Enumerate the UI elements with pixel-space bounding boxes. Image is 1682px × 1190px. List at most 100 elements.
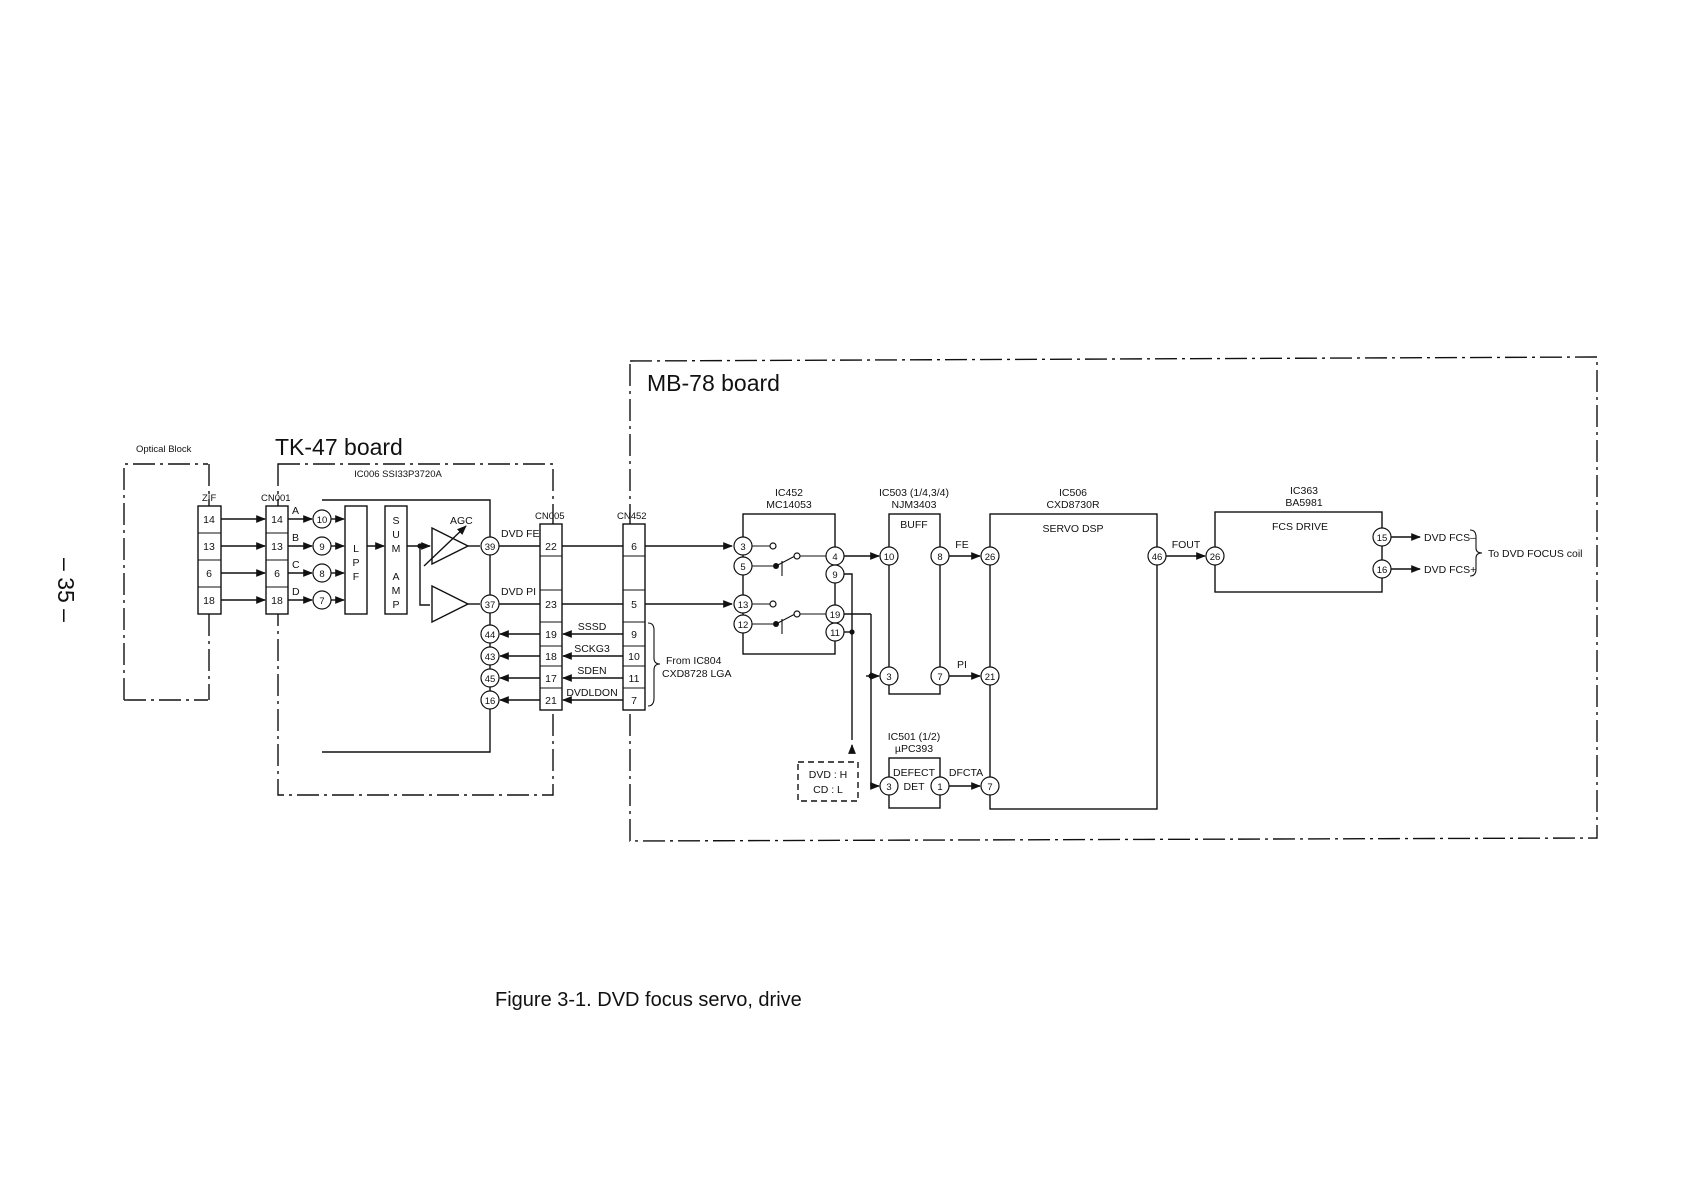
ic006-input-pins: 10 9 8 7 <box>312 509 332 610</box>
ic363-focus-driver: IC363 BA5981 FCS DRIVE 26 15 16 <box>1205 485 1392 593</box>
ic503-name: IC503 (1/4,3/4) <box>879 487 949 499</box>
zif-pin: 14 <box>203 514 215 526</box>
lpf-block: L P F <box>344 505 368 615</box>
cn452-label: CN452 <box>617 511 647 522</box>
cn001-connector: 14 13 6 18 <box>265 505 289 615</box>
cn005-pin: 22 <box>545 541 557 553</box>
from-ic804-note: CXD8728 LGA <box>662 668 731 680</box>
sum-amp-letter: A <box>392 571 399 583</box>
from-ic804-note: From IC804 <box>666 655 722 667</box>
signal-label: C <box>292 559 300 571</box>
cn005-pin: 19 <box>545 629 557 641</box>
cn005-connector: 22 23 19 18 17 21 <box>539 523 563 711</box>
ic501-label: DET <box>904 781 926 793</box>
cn001-pin: 18 <box>271 595 283 607</box>
cn452-pin: 5 <box>631 599 637 611</box>
ic501-name: IC501 (1/2) <box>888 731 941 743</box>
ic503-buffer: IC503 (1/4,3/4) NJM3403 BUFF 10 8 3 7 <box>879 487 950 695</box>
pin-number: 8 <box>937 552 942 563</box>
pin-number: 19 <box>830 610 841 621</box>
ic501-defect-detector: IC501 (1/2) µPC393 DEFECT DET 3 1 <box>879 731 950 809</box>
fout-wire-label: FOUT <box>1172 539 1201 551</box>
sum-amp-letter: M <box>392 585 401 597</box>
pin-number: 7 <box>319 596 324 607</box>
cn005-label: CN005 <box>535 511 565 522</box>
dvd-pi-label: DVD PI <box>501 586 536 598</box>
agc-label: AGC <box>450 515 473 527</box>
dvd-cd-text: DVD : H <box>809 769 848 781</box>
pin-number: 9 <box>832 570 837 581</box>
signal-label: A <box>292 505 299 517</box>
pin-number: 8 <box>319 569 324 580</box>
cn001-label: CN001 <box>261 493 291 504</box>
optical-block-label: Optical Block <box>136 444 192 455</box>
sum-amp-block: S U M A M P <box>384 505 408 615</box>
lpf-letter: P <box>352 557 359 569</box>
tk47-title: TK-47 board <box>275 434 403 460</box>
pin-number: 26 <box>1210 552 1221 563</box>
ic452-switch: IC452 MC14053 3 5 13 12 4 9 19 11 <box>733 487 845 655</box>
ic503-label: BUFF <box>900 519 927 531</box>
cn001-pin: 14 <box>271 514 283 526</box>
ic452-name: IC452 <box>775 487 803 499</box>
pin-number: 12 <box>738 620 749 631</box>
pin-number: 1 <box>937 782 942 793</box>
pin-number: 11 <box>830 628 840 639</box>
ic506-part: CXD8730R <box>1046 499 1100 511</box>
pin-number: 39 <box>485 542 496 553</box>
pi-wire-label: PI <box>957 659 967 671</box>
ic501-label: DEFECT <box>893 767 936 779</box>
pin-number: 9 <box>319 542 324 553</box>
tk47-board: TK-47 board IC006 SSI33P3720A CN001 14 1… <box>261 434 565 796</box>
cn452-pin: 7 <box>631 695 637 707</box>
cn005-pin: 17 <box>545 673 557 685</box>
ic006-label: IC006 SSI33P3720A <box>354 469 442 480</box>
zif-pin: 6 <box>206 568 212 580</box>
pin-number: 21 <box>985 672 996 683</box>
pin-number: 3 <box>886 672 891 683</box>
pin-number: 4 <box>832 552 837 563</box>
cn452-pin: 6 <box>631 541 637 553</box>
ic503-part: NJM3403 <box>892 499 937 511</box>
ic501-part: µPC393 <box>895 743 933 755</box>
pi-amplifier <box>431 584 470 624</box>
pin-number: 7 <box>937 672 942 683</box>
mb78-board: MB-78 board CN452 6 5 9 10 11 7 From IC8… <box>617 356 1598 842</box>
interboard-bus: SSSD SCKG3 SDEN DVDLDON <box>562 545 623 704</box>
cn001-pin: 6 <box>274 568 280 580</box>
bus-signal-label: DVDLDON <box>566 687 617 699</box>
pin-number: 16 <box>485 696 496 707</box>
pin-number: 45 <box>485 674 496 685</box>
signal-label: B <box>292 532 299 544</box>
ic363-name: IC363 <box>1290 485 1318 497</box>
cn001-pin: 13 <box>271 541 283 553</box>
pin-number: 26 <box>985 552 996 563</box>
dvd-cd-select-note: DVD : H CD : L <box>797 761 859 802</box>
pin-number: 10 <box>317 515 328 526</box>
figure-caption: Figure 3-1. DVD focus servo, drive <box>495 989 802 1011</box>
ic506-label: SERVO DSP <box>1042 523 1103 535</box>
cn005-pin: 23 <box>545 599 557 611</box>
bus-signal-label: SCKG3 <box>574 643 610 655</box>
dfcta-wire-label: DFCTA <box>949 767 983 779</box>
cn452-pin: 10 <box>628 651 640 663</box>
page-number: – 35 – <box>53 558 79 622</box>
lpf-letter: L <box>353 543 359 555</box>
ic006-output-pins: 39 37 <box>480 536 500 614</box>
mb78-title: MB-78 board <box>647 370 780 396</box>
pin-number: 43 <box>485 652 496 663</box>
pin-number: 10 <box>884 552 895 563</box>
lpf-letter: F <box>353 571 359 583</box>
fe-wire-label: FE <box>955 539 968 551</box>
ic363-label: FCS DRIVE <box>1272 521 1328 533</box>
pin-number: 37 <box>485 600 496 611</box>
zif-pin: 13 <box>203 541 215 553</box>
cn452-connector: 6 5 9 10 11 7 <box>622 523 646 711</box>
ic452-part: MC14053 <box>766 499 812 511</box>
optical-block: Optical Block ZIF 14 13 6 18 <box>123 444 266 701</box>
ic506-servo-dsp: IC506 CXD8730R SERVO DSP 26 21 7 46 <box>980 487 1167 810</box>
bus-signal-label: SSSD <box>578 621 607 633</box>
bus-signal-label: SDEN <box>577 665 606 677</box>
pin-number: 5 <box>740 562 745 573</box>
